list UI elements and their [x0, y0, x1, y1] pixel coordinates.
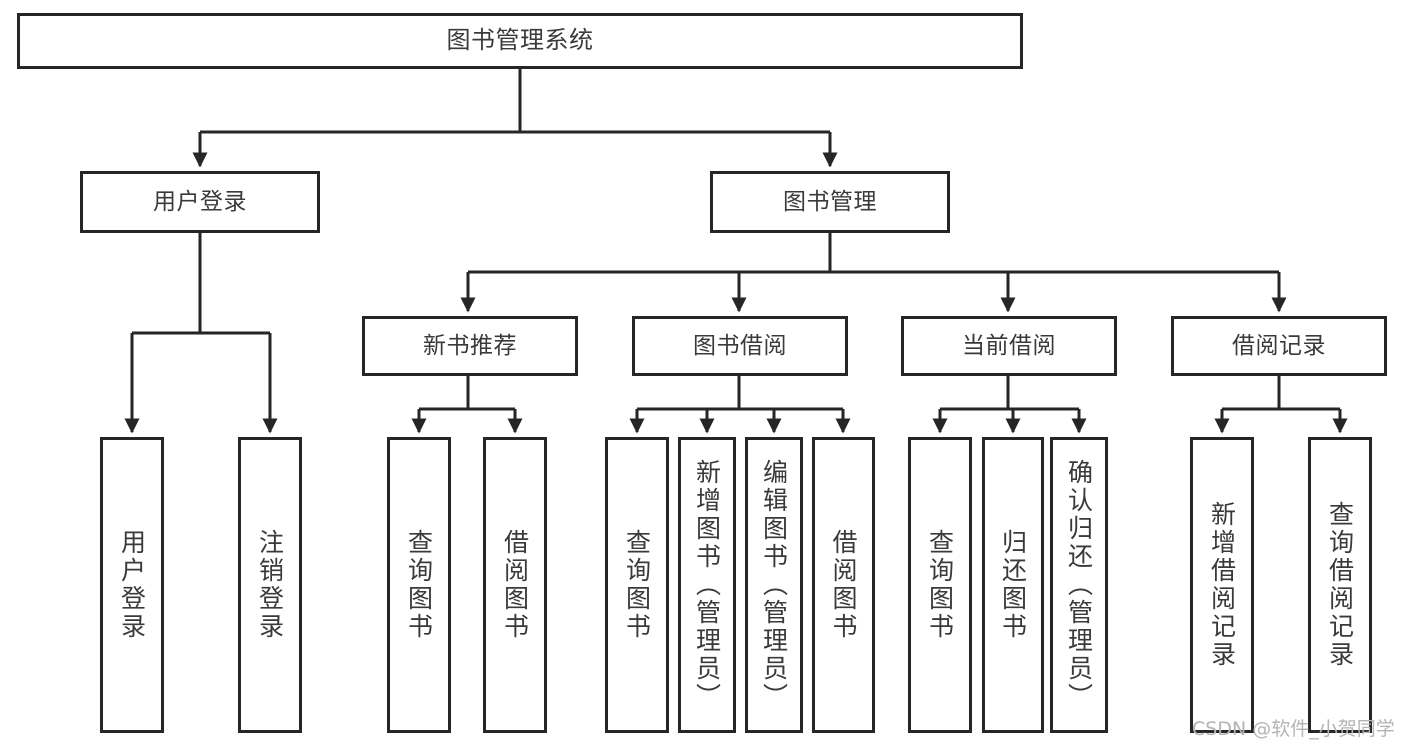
connector-group-user-login — [124, 233, 278, 434]
connector-group-new-book — [411, 376, 523, 434]
node-leaf-borrow-book-label: 借阅图书 — [829, 529, 858, 641]
node-leaf-return-book-label: 归还图书 — [998, 529, 1028, 641]
node-root[interactable]: 图书管理系统 — [17, 13, 1023, 69]
node-leaf-confirm-return-admin[interactable]: 确认归还（管理员） — [1050, 437, 1108, 733]
node-leaf-borrow-book-newbook-label: 借阅图书 — [500, 529, 530, 641]
node-leaf-add-book-admin[interactable]: 新增图书（管理员） — [678, 437, 736, 733]
node-leaf-edit-book-admin-label: 编辑图书（管理员） — [759, 459, 789, 711]
node-level1-user-login-label: 用户登录 — [153, 188, 247, 215]
node-leaf-query-book-borrow-label: 查询图书 — [622, 529, 652, 641]
node-leaf-borrow-book[interactable]: 借阅图书 — [812, 437, 875, 733]
node-leaf-add-book-admin-label: 新增图书（管理员） — [692, 459, 722, 711]
node-leaf-query-book-current[interactable]: 查询图书 — [908, 437, 972, 733]
node-leaf-edit-book-admin[interactable]: 编辑图书（管理员） — [745, 437, 803, 733]
node-leaf-user-login-label: 用户登录 — [117, 529, 147, 641]
node-leaf-add-borrow-record-label: 新增借阅记录 — [1207, 501, 1237, 669]
node-leaf-query-book-current-label: 查询图书 — [925, 529, 955, 641]
node-level2-new-book-recommend-label: 新书推荐 — [423, 332, 517, 359]
node-leaf-query-book-newbook-label: 查询图书 — [404, 529, 434, 641]
connector-group-record — [1214, 376, 1348, 434]
node-level1-book-management[interactable]: 图书管理 — [710, 171, 950, 233]
connector-group-borrow — [629, 376, 851, 434]
node-level2-current-borrow[interactable]: 当前借阅 — [901, 316, 1117, 376]
node-leaf-logout-label: 注销登录 — [255, 529, 285, 641]
node-level1-book-management-label: 图书管理 — [783, 188, 877, 215]
node-level2-new-book-recommend[interactable]: 新书推荐 — [362, 316, 578, 376]
node-leaf-logout[interactable]: 注销登录 — [238, 437, 302, 733]
node-level2-book-borrow-label: 图书借阅 — [693, 332, 787, 359]
connector-group-root — [192, 69, 838, 168]
node-leaf-query-book-borrow[interactable]: 查询图书 — [605, 437, 669, 733]
node-leaf-confirm-return-admin-label: 确认归还（管理员） — [1064, 459, 1094, 711]
connector-group-book-manage — [460, 233, 1287, 313]
node-leaf-add-borrow-record[interactable]: 新增借阅记录 — [1190, 437, 1254, 733]
node-leaf-query-book-newbook[interactable]: 查询图书 — [387, 437, 451, 733]
node-leaf-user-login[interactable]: 用户登录 — [100, 437, 164, 733]
node-leaf-query-borrow-record[interactable]: 查询借阅记录 — [1308, 437, 1372, 733]
node-level2-borrow-record[interactable]: 借阅记录 — [1171, 316, 1387, 376]
node-level2-borrow-record-label: 借阅记录 — [1232, 332, 1326, 359]
node-level2-book-borrow[interactable]: 图书借阅 — [632, 316, 848, 376]
node-level2-current-borrow-label: 当前借阅 — [962, 332, 1056, 359]
node-level1-user-login[interactable]: 用户登录 — [80, 171, 320, 233]
node-root-label: 图书管理系统 — [446, 26, 594, 55]
node-leaf-return-book[interactable]: 归还图书 — [982, 437, 1044, 733]
connector-group-current — [932, 376, 1087, 434]
node-leaf-query-borrow-record-label: 查询借阅记录 — [1325, 501, 1355, 669]
node-leaf-borrow-book-newbook[interactable]: 借阅图书 — [483, 437, 547, 733]
